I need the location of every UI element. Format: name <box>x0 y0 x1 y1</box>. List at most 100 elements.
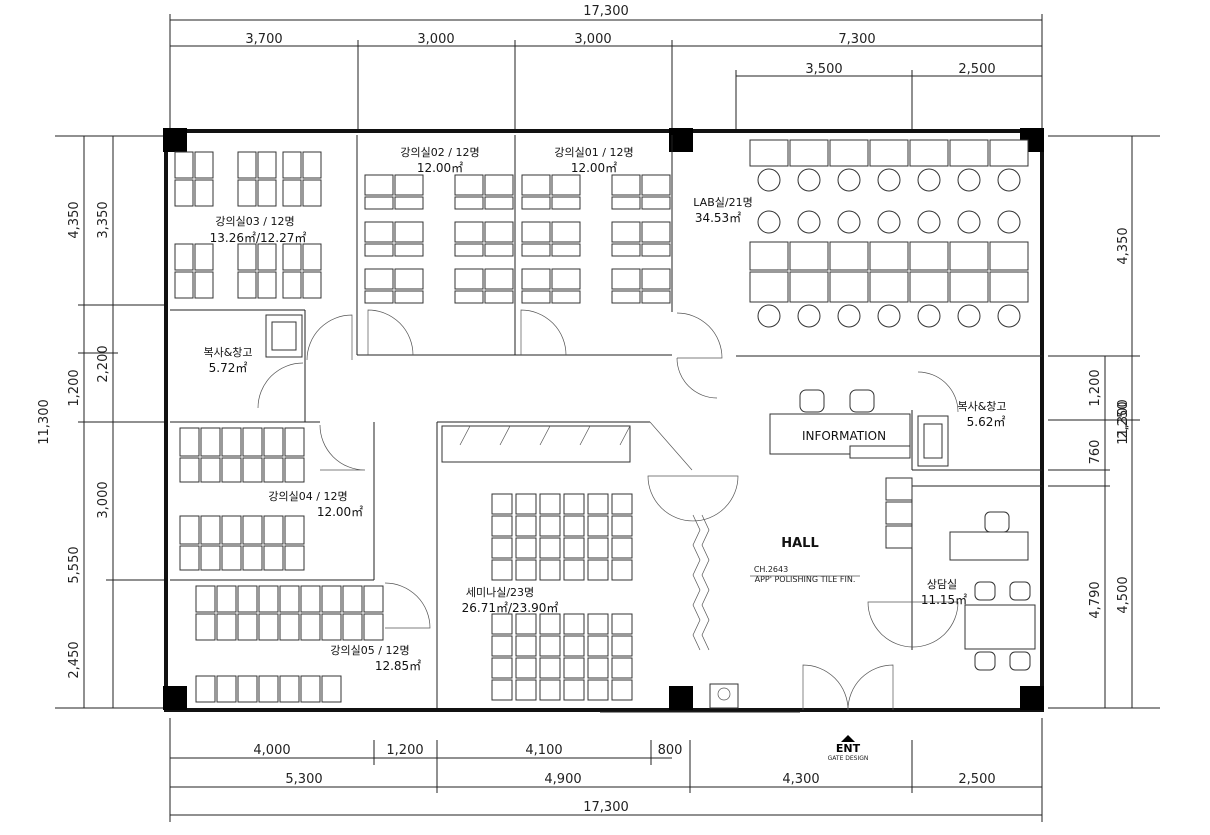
furniture-piece <box>563 679 585 701</box>
furniture-piece <box>909 241 949 271</box>
copy-right-area: 5.62㎡ <box>967 415 1006 429</box>
dim-bot2-3: 4,300 <box>782 772 819 787</box>
dim-right-outer-3: 4,500 <box>1116 576 1131 613</box>
dim-top-2: 3,000 <box>417 32 454 47</box>
furniture-piece <box>364 221 394 243</box>
furniture-seminar <box>491 493 633 701</box>
chair <box>957 168 981 192</box>
furniture-piece <box>321 585 342 613</box>
dim-right-total: 11,300 <box>1116 399 1131 445</box>
furniture-piece <box>551 196 581 210</box>
furniture-piece <box>300 675 321 703</box>
furniture-piece <box>237 585 258 613</box>
walls <box>163 128 1044 713</box>
dim-right-inner-1: 1,200 <box>1088 369 1103 406</box>
lab-name: LAB실/21명 <box>693 196 752 209</box>
furniture-piece <box>302 179 322 207</box>
furniture-piece <box>539 657 561 679</box>
furniture-piece <box>363 613 384 641</box>
furniture-piece <box>454 196 484 210</box>
furniture-piece <box>539 679 561 701</box>
furniture-piece <box>611 657 633 679</box>
dim-bottom-total: 17,300 <box>583 800 629 815</box>
furniture-piece <box>611 174 641 196</box>
chair <box>877 210 901 234</box>
dim-bot1-3: 4,100 <box>525 743 562 758</box>
furniture-piece <box>521 268 551 290</box>
furniture-piece <box>587 515 609 537</box>
furniture-piece <box>284 515 305 545</box>
dim-right-inner-3: 4,790 <box>1088 581 1103 618</box>
furniture-piece <box>587 679 609 701</box>
furniture-piece <box>394 290 424 304</box>
furniture-piece <box>515 515 537 537</box>
furniture-piece <box>242 545 263 571</box>
chair <box>997 210 1021 234</box>
furniture-piece <box>282 179 302 207</box>
dim-left-inner-1: 3,350 <box>96 201 111 238</box>
furniture-piece <box>515 493 537 515</box>
furniture-piece <box>363 585 384 613</box>
furniture-piece <box>641 196 671 210</box>
furniture-piece <box>491 657 513 679</box>
dim-bot1-4: 800 <box>658 743 683 758</box>
dim-top-sub-2: 2,500 <box>958 62 995 77</box>
furniture-room02 <box>364 174 514 304</box>
furniture-piece <box>257 179 277 207</box>
furniture-piece <box>587 635 609 657</box>
furniture-piece <box>587 537 609 559</box>
furniture-piece <box>484 290 514 304</box>
furniture-piece <box>641 221 671 243</box>
furniture-piece <box>539 635 561 657</box>
furniture-piece <box>989 241 1029 271</box>
chair <box>997 304 1021 328</box>
furniture-piece <box>279 613 300 641</box>
furniture-piece <box>749 271 789 303</box>
furniture-piece <box>237 179 257 207</box>
furniture-piece <box>491 679 513 701</box>
furniture-piece <box>200 515 221 545</box>
dim-right-outer-1: 4,350 <box>1116 227 1131 264</box>
chair <box>757 304 781 328</box>
chair <box>917 168 941 192</box>
room04-area: 12.00㎡ <box>317 505 363 519</box>
furniture-piece <box>829 241 869 271</box>
furniture-piece <box>284 545 305 571</box>
furniture-piece <box>216 585 237 613</box>
furniture-piece <box>221 545 242 571</box>
furniture-piece <box>949 241 989 271</box>
furniture-piece <box>364 174 394 196</box>
room05-name: 강의실05 / 12명 <box>330 644 409 657</box>
furniture-piece <box>551 174 581 196</box>
chair <box>797 304 821 328</box>
furniture-room04 <box>179 427 305 571</box>
furniture-piece <box>611 196 641 210</box>
room05-area: 12.85㎡ <box>375 659 421 673</box>
furniture-piece <box>611 635 633 657</box>
furniture-piece <box>789 241 829 271</box>
dim-bot2-2: 4,900 <box>544 772 581 787</box>
chair <box>837 210 861 234</box>
dim-left-inner-3: 3,000 <box>96 481 111 518</box>
furniture-piece <box>539 515 561 537</box>
furniture-piece <box>563 635 585 657</box>
furniture-room05 <box>195 585 384 703</box>
chair <box>877 304 901 328</box>
furniture-piece <box>321 675 342 703</box>
furniture-piece <box>989 139 1029 167</box>
seminar-area: 26.71㎡/23.90㎡ <box>462 601 559 615</box>
furniture-piece <box>539 537 561 559</box>
furniture-piece <box>282 271 302 299</box>
furniture-piece <box>563 559 585 581</box>
furniture-piece <box>454 243 484 257</box>
furniture-piece <box>989 271 1029 303</box>
room02-area: 12.00㎡ <box>417 161 463 175</box>
furniture-piece <box>242 515 263 545</box>
furniture-piece <box>551 221 581 243</box>
furniture-piece <box>869 241 909 271</box>
chair <box>797 210 821 234</box>
furniture-piece <box>257 243 277 271</box>
entrance-arrow-icon <box>841 735 855 742</box>
furniture-piece <box>611 268 641 290</box>
furniture-piece <box>342 613 363 641</box>
